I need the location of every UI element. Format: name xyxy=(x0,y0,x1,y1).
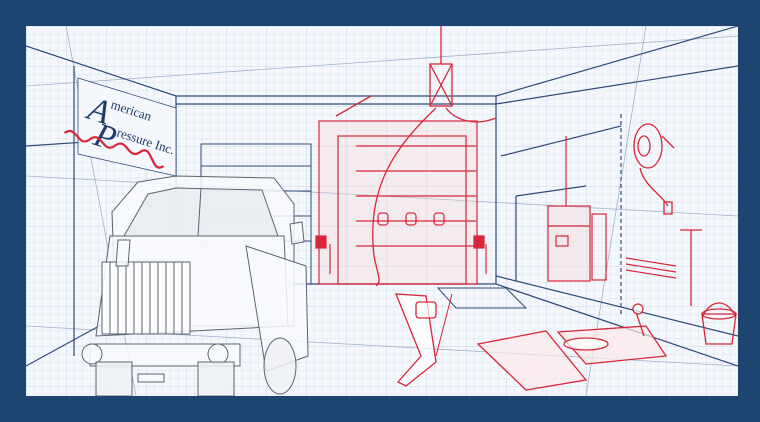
garage-door-center-icon xyxy=(315,120,487,285)
logo-wave-icon xyxy=(63,129,165,169)
floor-pit xyxy=(435,287,528,357)
vehicle-lift-icon xyxy=(395,293,668,391)
truck-icon xyxy=(81,175,309,396)
blueprint-canvas: A merican P ressure Inc. xyxy=(26,26,738,396)
hose-reel-icon xyxy=(633,123,675,215)
company-logo: A merican P ressure Inc. xyxy=(63,77,177,177)
pressure-washer-icon xyxy=(547,136,677,282)
blueprint-scene: A merican P ressure Inc. xyxy=(26,26,738,396)
squeegee-icon xyxy=(680,229,702,306)
bucket-icon xyxy=(701,302,737,345)
hose-boom-icon xyxy=(335,26,497,287)
bottom-border xyxy=(0,396,760,422)
